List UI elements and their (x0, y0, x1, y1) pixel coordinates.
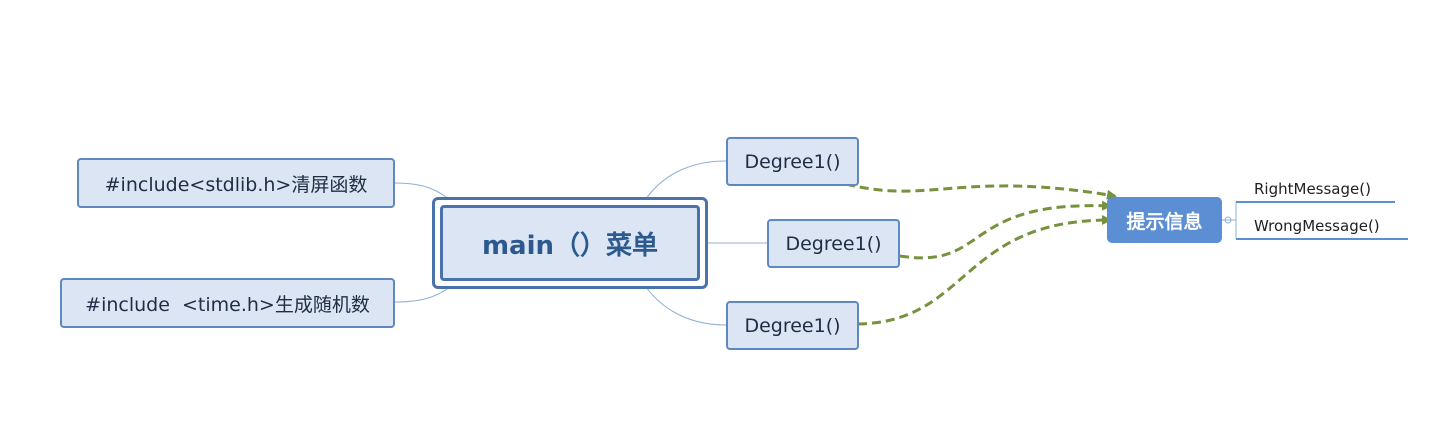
leaf-right-message-label: RightMessage() (1254, 180, 1371, 198)
topic-degree-middle[interactable]: Degree1() (767, 219, 900, 268)
topic-hint-message[interactable]: 提示信息 (1107, 197, 1222, 243)
relationship-arrow-bottom (857, 215, 1112, 326)
hint-branch-line (1222, 202, 1237, 239)
branch-line-degree-bottom (641, 280, 727, 326)
topic-degree-top-label: Degree1() (744, 150, 841, 173)
relationship-arrow-middle (899, 200, 1112, 260)
topic-include-stdlib-label: #include<stdlib.h>清屏函数 (104, 173, 368, 196)
topic-include-stdlib[interactable]: #include<stdlib.h>清屏函数 (77, 158, 395, 208)
topic-hint-message-label: 提示信息 (1126, 210, 1203, 233)
leaf-right-message[interactable]: RightMessage() (1236, 170, 1396, 201)
topic-degree-bottom[interactable]: Degree1() (726, 301, 859, 350)
topic-degree-middle-label: Degree1() (785, 232, 882, 255)
topic-degree-top[interactable]: Degree1() (726, 137, 859, 186)
topic-include-time-label: #include <time.h>生成随机数 (85, 293, 370, 316)
leaf-wrong-message-label: WrongMessage() (1254, 217, 1380, 235)
topic-degree-bottom-label: Degree1() (744, 314, 841, 337)
root-topic[interactable]: main（）菜单 (440, 205, 700, 281)
relationship-arrow-top (845, 182, 1117, 200)
branch-line-degree-top (641, 160, 727, 206)
leaf-wrong-message[interactable]: WrongMessage() (1236, 207, 1408, 238)
topic-include-time[interactable]: #include <time.h>生成随机数 (60, 278, 395, 328)
root-topic-label: main（）菜单 (481, 230, 659, 261)
